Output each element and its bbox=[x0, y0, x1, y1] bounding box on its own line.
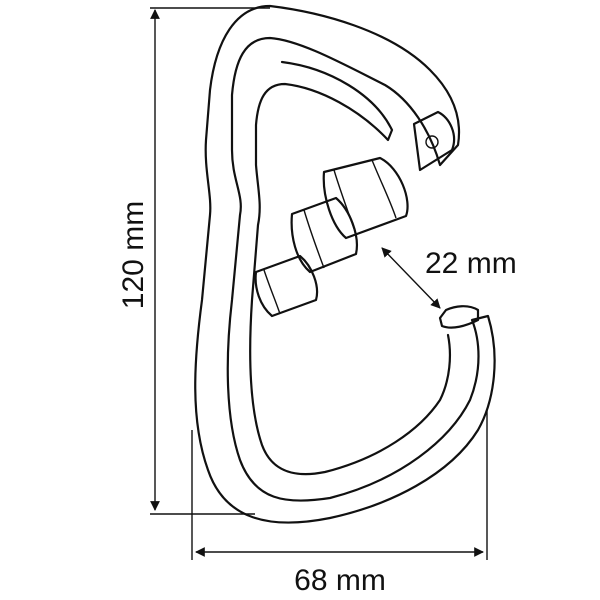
gate-opening-label: 22 mm bbox=[425, 247, 517, 280]
height-label: 120 mm bbox=[117, 201, 150, 309]
carabiner-body bbox=[194, 4, 496, 524]
height-dimension: 120 mm bbox=[117, 7, 270, 515]
width-label: 68 mm bbox=[294, 564, 386, 597]
gate-opening-dimension: 22 mm bbox=[381, 247, 517, 309]
screw-gate bbox=[254, 110, 456, 318]
width-dimension: 68 mm bbox=[191, 410, 488, 597]
